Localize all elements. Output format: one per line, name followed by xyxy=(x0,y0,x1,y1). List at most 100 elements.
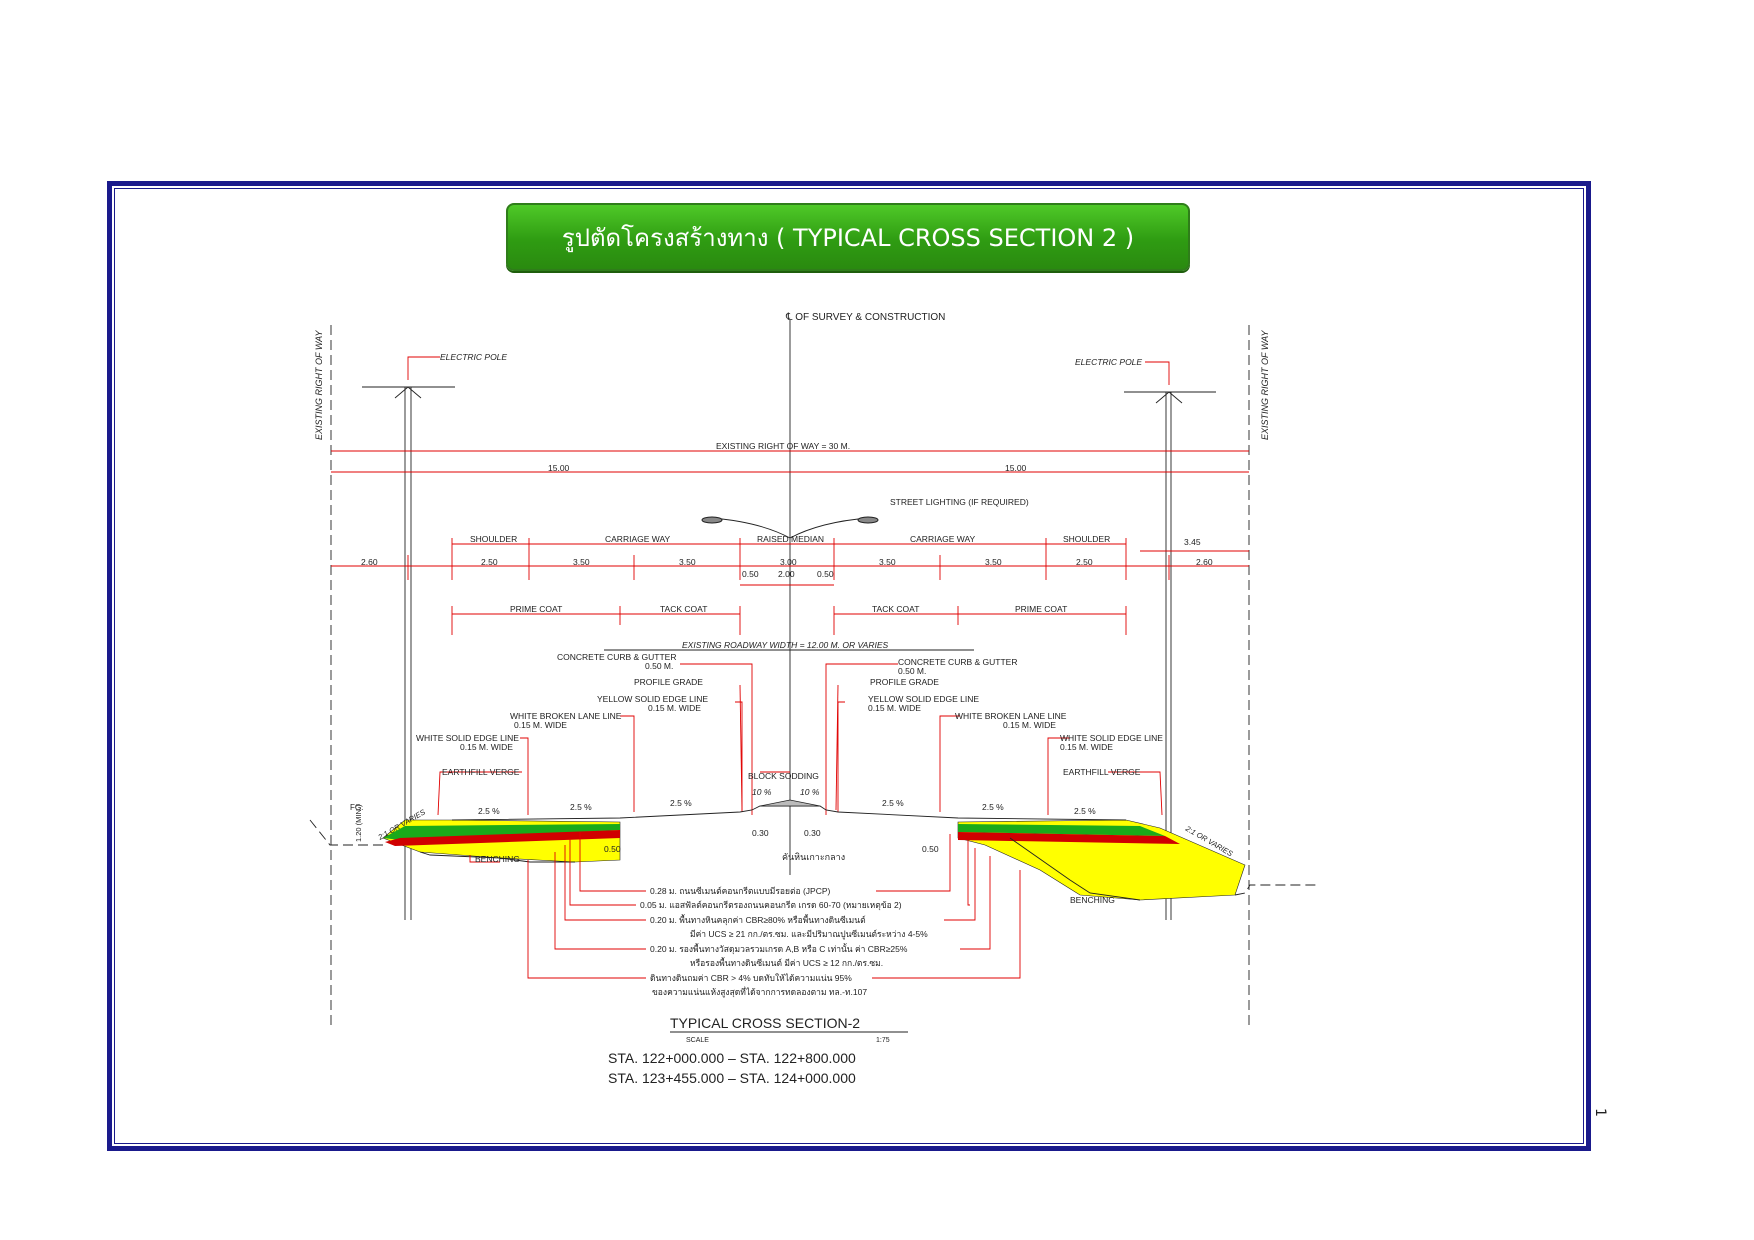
curb-right-w: 0.50 M. xyxy=(898,666,926,676)
median-slope-right: 10 % xyxy=(800,787,820,797)
prime-coat-left: PRIME COAT xyxy=(510,604,562,614)
section-title: TYPICAL CROSS SECTION-2 xyxy=(670,1015,860,1031)
electric-pole-right-label: ELECTRIC POLE xyxy=(1075,357,1142,367)
row-dimension xyxy=(331,450,1249,473)
yellow-right-w: 0.15 M. WIDE xyxy=(868,703,921,713)
curb-left: CONCRETE CURB & GUTTER xyxy=(557,652,676,662)
dim-050-a: 0.50 xyxy=(742,569,759,579)
row-label-left: EXISTING RIGHT OF WAY xyxy=(314,329,324,440)
dim-030-right: 0.30 xyxy=(804,828,821,838)
page-title: รูปตัดโครงสร้างทาง ( TYPICAL CROSS SECTI… xyxy=(561,223,1135,252)
outer-frame xyxy=(107,181,1591,1151)
profile-left: PROFILE GRADE xyxy=(634,677,703,687)
street-lighting-label: STREET LIGHTING (IF REQUIRED) xyxy=(890,497,1029,507)
median-slope-left: 10 % xyxy=(752,787,772,797)
layer-2: 0.05 ม. แอสฟัลต์คอนกรีตรองถนนคอนกรีต เกร… xyxy=(640,900,902,911)
slope-2: 2.5 % xyxy=(570,802,592,812)
dim-250-left: 2.50 xyxy=(481,557,498,567)
white-solid-left-w: 0.15 M. WIDE xyxy=(460,742,513,752)
slope-6: 2.5 % xyxy=(1074,806,1096,816)
yellow-right: YELLOW SOLID EDGE LINE xyxy=(868,694,979,704)
white-broken-left-w: 0.15 M. WIDE xyxy=(514,720,567,730)
white-solid-right-w: 0.15 M. WIDE xyxy=(1060,742,1113,752)
lane-header-dims xyxy=(331,538,1249,586)
white-broken-right: WHITE BROKEN LANE LINE xyxy=(955,711,1067,721)
dim-260-left: 2.60 xyxy=(361,557,378,567)
sta-line-2: STA. 123+455.000 – STA. 124+000.000 xyxy=(608,1070,856,1086)
sta-line-1: STA. 122+000.000 – STA. 122+800.000 xyxy=(608,1050,856,1066)
dim-345: 3.45 xyxy=(1184,537,1201,547)
coat-dims xyxy=(451,606,1127,635)
benching-left xyxy=(419,851,575,863)
slope-3: 2.5 % xyxy=(670,798,692,808)
dim-050-d: 0.50 xyxy=(922,844,939,854)
profile-right: PROFILE GRADE xyxy=(870,677,939,687)
dim-050-c: 0.50 xyxy=(604,844,621,854)
carriage-right: CARRIAGE WAY xyxy=(910,534,976,544)
curb-left-w: 0.50 M. xyxy=(645,661,673,671)
dim-250-right: 2.50 xyxy=(1076,557,1093,567)
white-broken-right-w: 0.15 M. WIDE xyxy=(1003,720,1056,730)
yellow-left: YELLOW SOLID EDGE LINE xyxy=(597,694,708,704)
existing-roadway-label: EXISTING ROADWAY WIDTH = 12.00 M. OR VAR… xyxy=(682,640,889,650)
dim-350-d: 3.50 xyxy=(985,557,1002,567)
dim-050-b: 0.50 xyxy=(817,569,834,579)
tack-coat-left: TACK COAT xyxy=(660,604,707,614)
scale-value: 1:75 xyxy=(876,1037,890,1044)
dim-260-right: 2.60 xyxy=(1196,557,1213,567)
curb-right: CONCRETE CURB & GUTTER xyxy=(898,657,1017,667)
layer-1: 0.28 ม. ถนนซีเมนต์คอนกรีตแบบมีรอยต่อ (JP… xyxy=(650,886,831,896)
min-dim-label: 1.20 (MIN.) xyxy=(354,804,363,842)
earthfill-left: EARTHFILL VERGE xyxy=(442,767,520,777)
benching-right-label: BENCHING xyxy=(1070,895,1115,905)
title-banner: รูปตัดโครงสร้างทาง ( TYPICAL CROSS SECTI… xyxy=(506,203,1190,271)
median-island xyxy=(759,799,821,807)
earthfill-right: EARTHFILL VERGE xyxy=(1063,767,1141,777)
dim-300: 3.00 xyxy=(780,557,797,567)
benching-left-label: BENCHING xyxy=(475,854,520,864)
row-label-right: EXISTING RIGHT OF WAY xyxy=(1260,329,1270,440)
white-solid-right: WHITE SOLID EDGE LINE xyxy=(1060,733,1163,743)
slope-1: 2.5 % xyxy=(478,806,500,816)
red-layer-right xyxy=(958,832,1180,844)
layer-3: 0.20 ม. พื้นทางหินคลุกค่า CBR≥80% หรือพื… xyxy=(650,914,866,926)
dim-half-right: 15.00 xyxy=(1005,463,1027,473)
slope-4: 2.5 % xyxy=(882,798,904,808)
tack-coat-right: TACK COAT xyxy=(872,604,919,614)
dim-030-left: 0.30 xyxy=(752,828,769,838)
dim-half-left: 15.00 xyxy=(548,463,570,473)
pavement-surface xyxy=(451,805,1127,821)
layer-leaders xyxy=(527,832,1021,979)
white-broken-left: WHITE BROKEN LANE LINE xyxy=(510,711,622,721)
layer-5: ดินทางดินถมค่า CBR > 4% บดทับให้ได้ความแ… xyxy=(650,973,852,983)
layer-4: 0.20 ม. รองพื้นทางวัสดุมวลรวมเกรด A,B หร… xyxy=(650,943,908,955)
dim-350-a: 3.50 xyxy=(573,557,590,567)
block-sodding: BLOCK SODDING xyxy=(748,771,819,781)
carriage-left: CARRIAGE WAY xyxy=(605,534,671,544)
raised-median: RAISED MEDIAN xyxy=(757,534,824,544)
row-width-label: EXISTING RIGHT OF WAY = 30 M. xyxy=(716,441,850,451)
dim-350-b: 3.50 xyxy=(679,557,696,567)
red-layer-left xyxy=(385,830,620,846)
centerline-label: ℄ OF SURVEY & CONSTRUCTION xyxy=(785,312,945,323)
callout-leaders xyxy=(437,663,1163,816)
median-island-label: คันหินเกาะกลาง xyxy=(782,852,845,862)
shoulder-right: SHOULDER xyxy=(1063,534,1110,544)
prime-coat-right: PRIME COAT xyxy=(1015,604,1067,614)
shoulder-left: SHOULDER xyxy=(470,534,517,544)
scale-label: SCALE xyxy=(686,1037,709,1044)
fg-label: FG. xyxy=(350,803,363,812)
benching-right xyxy=(1009,837,1141,901)
layer-5b: ของความแน่นแห้งสูงสุดที่ได้จากการทดลองตา… xyxy=(652,986,867,998)
dim-350-c: 3.50 xyxy=(879,557,896,567)
dim-200: 2.00 xyxy=(778,569,795,579)
street-light xyxy=(701,516,879,539)
green-layer-left xyxy=(383,824,620,840)
layer-4b: หรือรองพื้นทางดินซีเมนต์ มีค่า UCS ≥ 12 … xyxy=(690,957,883,968)
layer-3b: มีค่า UCS ≥ 21 กก./ตร.ซม. และมีปริมาณปูน… xyxy=(690,929,928,940)
yellow-left-w: 0.15 M. WIDE xyxy=(648,703,701,713)
slope-5: 2.5 % xyxy=(982,802,1004,812)
white-solid-left: WHITE SOLID EDGE LINE xyxy=(416,733,519,743)
inner-frame xyxy=(114,188,1584,1144)
